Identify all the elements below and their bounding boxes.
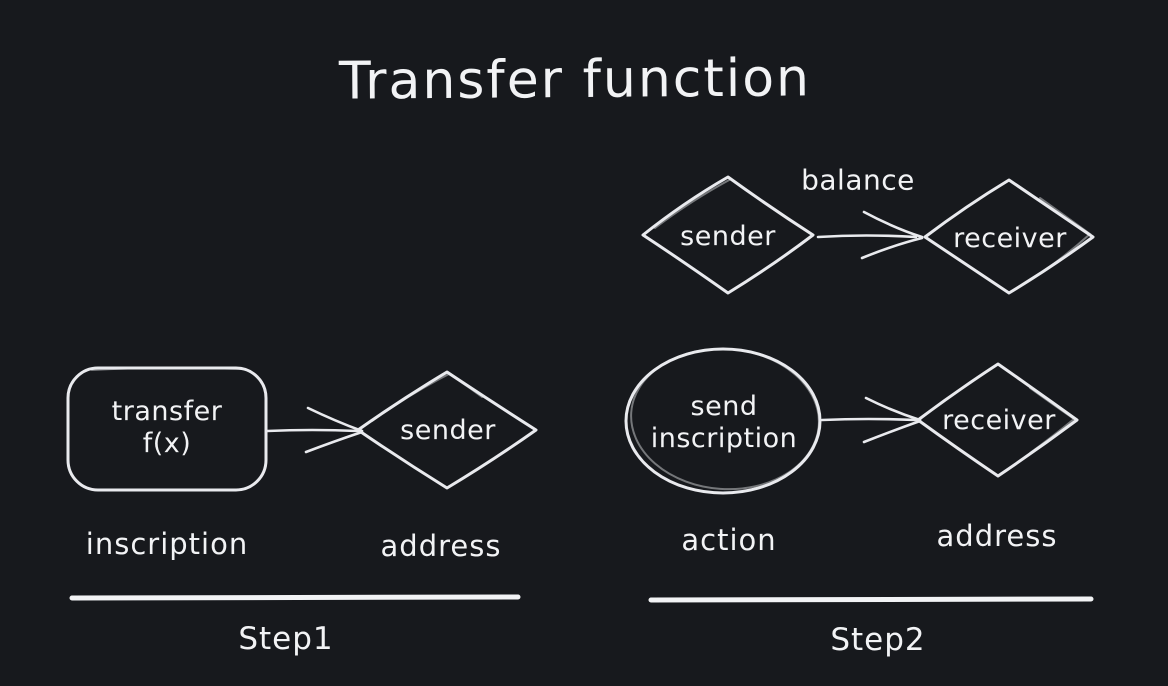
step1-arrow-head-lower — [304, 430, 364, 454]
action-caption: action — [681, 523, 777, 557]
step2-arrow-head-lower — [862, 419, 922, 444]
inscription-caption: inscription — [85, 527, 249, 561]
send-inscription-ellipse — [624, 347, 822, 495]
address-caption-step2: address — [936, 519, 1058, 553]
step2-underline — [648, 596, 1094, 603]
balance-arrow-shaft — [816, 234, 918, 239]
receiver-diamond-step2-sketch — [1029, 387, 1076, 454]
sender-diamond-step1-sketch — [371, 372, 483, 422]
page-title: Transfer function — [338, 48, 812, 112]
step1-arrow-head-upper — [306, 406, 364, 433]
transfer-box — [66, 366, 268, 492]
receiver-diamond-step2 — [916, 362, 1079, 478]
sender-diamond-top — [641, 175, 815, 295]
step1-label: Step1 — [238, 621, 334, 657]
step1-underline — [69, 594, 521, 601]
step1-arrow-shaft — [265, 428, 360, 433]
transfer-box-label: transfer f(x) — [112, 396, 223, 460]
transfer-box-sketch — [91, 366, 243, 371]
sender-diamond-step1 — [356, 370, 538, 490]
send-inscription-label-line2: inscription — [650, 423, 798, 454]
step2-arrow-head-upper — [864, 396, 922, 422]
receiver-diamond-top-sketch — [1039, 197, 1092, 269]
transfer-box-label-line2: f(x) — [142, 428, 192, 459]
receiver-node-label-top: receiver — [953, 223, 1067, 255]
address-caption-step1: address — [380, 529, 502, 563]
transfer-box-label-line1: transfer — [111, 396, 223, 428]
send-inscription-label: send inscription — [651, 391, 798, 455]
sender-node-label-top: sender — [680, 221, 776, 253]
sender-diamond-top-sketch — [654, 177, 767, 229]
step2-arrow-shaft — [820, 417, 918, 422]
send-inscription-ellipse-sketch — [630, 347, 820, 491]
sender-node-label-step1: sender — [400, 415, 496, 447]
receiver-node-label-step2: receiver — [942, 405, 1056, 437]
step2-label: Step2 — [830, 622, 926, 658]
send-inscription-label-line1: send — [690, 391, 758, 423]
balance-arrow-head-upper — [862, 210, 924, 239]
balance-arrow-head-lower — [860, 236, 924, 260]
balance-arrow-label: balance — [801, 163, 915, 197]
receiver-diamond-top — [923, 178, 1095, 295]
